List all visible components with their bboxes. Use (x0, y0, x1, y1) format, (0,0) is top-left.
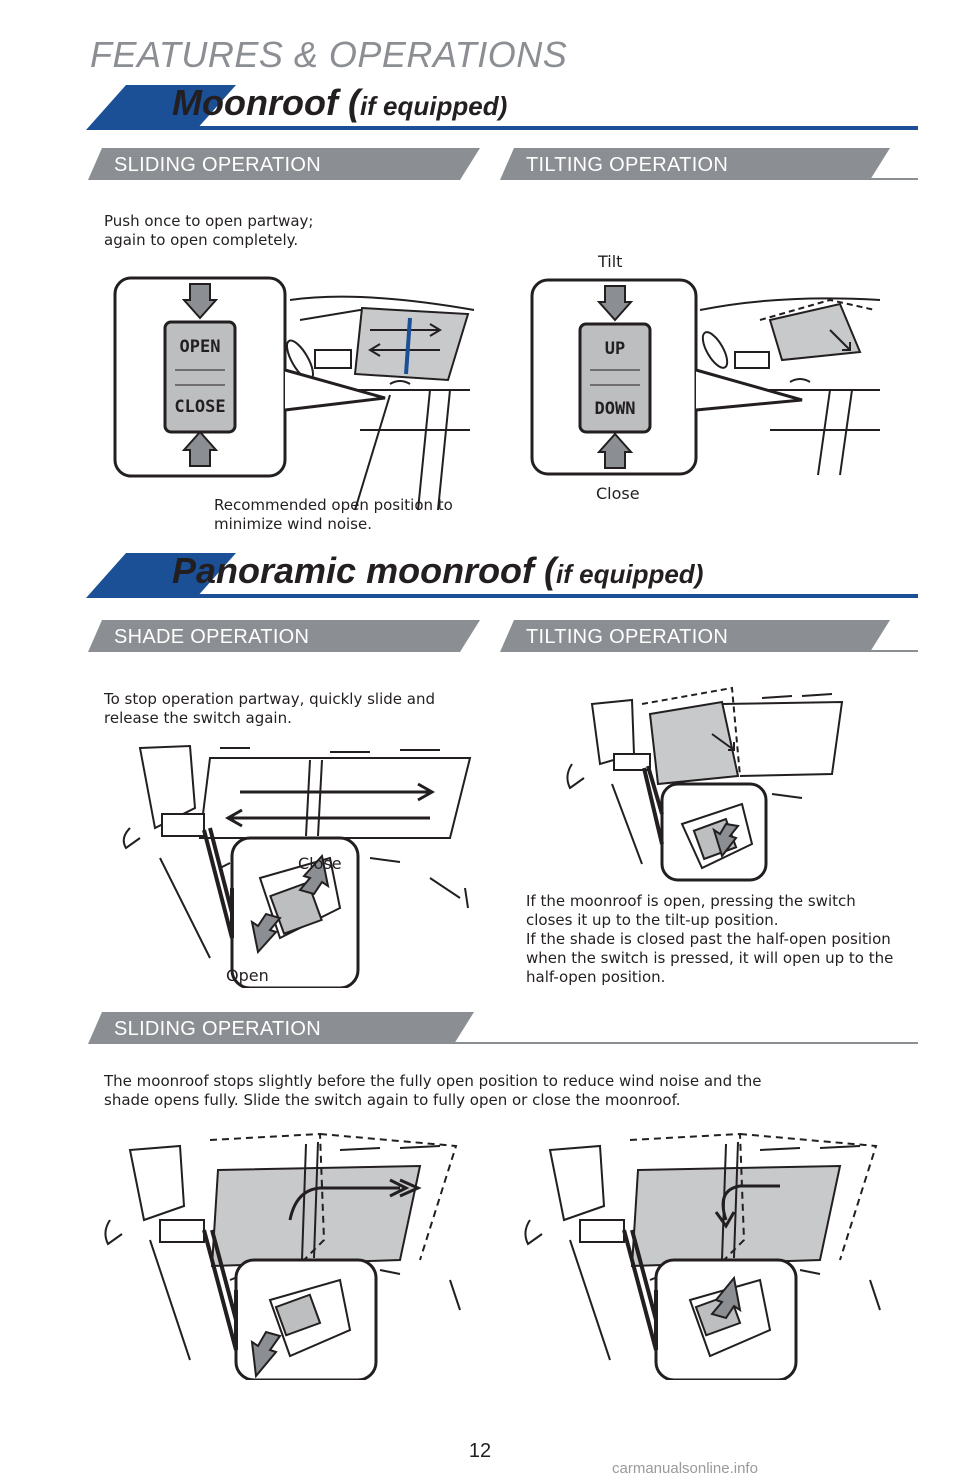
sliding-open-illustration (100, 1130, 470, 1380)
tilt-caption-line1: If the moonroof is open, pressing the sw… (526, 892, 856, 910)
tilt-caption-line5: half-open position. (526, 968, 666, 986)
down-button-label: DOWN (595, 399, 636, 419)
sliding-operation-heading: SLIDING OPERATION (114, 154, 321, 176)
panoramic-sliding-bar: SLIDING OPERATION (88, 1012, 920, 1046)
tilt-label: Tilt (598, 252, 623, 271)
moonroof-title-suffix: if equipped) (359, 91, 508, 121)
recommended-position-callout: Recommended open position to minimize wi… (214, 496, 453, 534)
shade-caption-line2: release the switch again. (104, 709, 292, 727)
page-header: FEATURES & OPERATIONS (90, 34, 568, 75)
moonroof-title-main: Moonroof ( (172, 82, 360, 123)
sliding-switch-illustration: OPEN CLOSE (100, 270, 480, 520)
tilting-operation-heading: TILTING OPERATION (526, 154, 729, 176)
shade-caption: To stop operation partway, quickly slide… (104, 690, 435, 728)
sliding-caption-line1: The moonroof stops slightly before the f… (104, 1072, 762, 1090)
panoramic-title-main: Panoramic moonroof ( (172, 550, 557, 591)
up-button-label: UP (605, 339, 625, 359)
panoramic-tilting-bar: TILTING OPERATION (500, 620, 920, 654)
footer-watermark-url[interactable]: carmanualsonline.info (612, 1460, 758, 1477)
panoramic-sliding-heading: SLIDING OPERATION (114, 1018, 321, 1040)
shade-close-label: Close (298, 854, 342, 873)
panoramic-tilt-illustration (562, 684, 852, 884)
sliding-close-illustration (520, 1130, 890, 1380)
section-band-graphic (86, 85, 918, 130)
shade-open-label: Open (226, 966, 269, 985)
tilt-close-label: Close (596, 484, 640, 503)
page-number: 12 (468, 1440, 492, 1462)
sliding-caption-line2: again to open completely. (104, 231, 299, 249)
tilt-caption-line4: when the switch is pressed, it will open… (526, 949, 894, 967)
panoramic-title: Panoramic moonroof (if equipped) (172, 550, 703, 592)
section-band-graphic-2 (86, 553, 918, 598)
panoramic-sliding-caption: The moonroof stops slightly before the f… (104, 1072, 761, 1110)
tilt-caption-line2: closes it up to the tilt-up position. (526, 911, 779, 929)
moonroof-section-band: Moonroof (if equipped) (86, 80, 918, 132)
close-button-label: CLOSE (174, 397, 225, 417)
shade-illustration (100, 738, 480, 988)
tilting-operation-bar: TILTING OPERATION (500, 148, 920, 182)
tilt-caption-line3: If the shade is closed past the half-ope… (526, 930, 891, 948)
panoramic-tilt-caption: If the moonroof is open, pressing the sw… (526, 892, 893, 987)
callout-line1: Recommended open position to (214, 496, 453, 514)
shade-caption-line1: To stop operation partway, quickly slide… (104, 690, 435, 708)
shade-operation-heading: SHADE OPERATION (114, 626, 310, 648)
shade-operation-bar: SHADE OPERATION (88, 620, 488, 654)
moonroof-title: Moonroof (if equipped) (172, 82, 507, 124)
open-button-label: OPEN (180, 337, 221, 357)
sliding-caption-line2: shade opens fully. Slide the switch agai… (104, 1091, 681, 1109)
tilting-switch-illustration: UP DOWN (520, 270, 890, 480)
panoramic-section-band: Panoramic moonroof (if equipped) (86, 548, 918, 600)
panoramic-title-suffix: if equipped) (556, 559, 704, 589)
sliding-caption: Push once to open partway; again to open… (104, 212, 314, 250)
panoramic-tilting-heading: TILTING OPERATION (526, 626, 729, 648)
sliding-caption-line1: Push once to open partway; (104, 212, 314, 230)
callout-line2: minimize wind noise. (214, 515, 372, 533)
sliding-operation-bar: SLIDING OPERATION (88, 148, 488, 182)
